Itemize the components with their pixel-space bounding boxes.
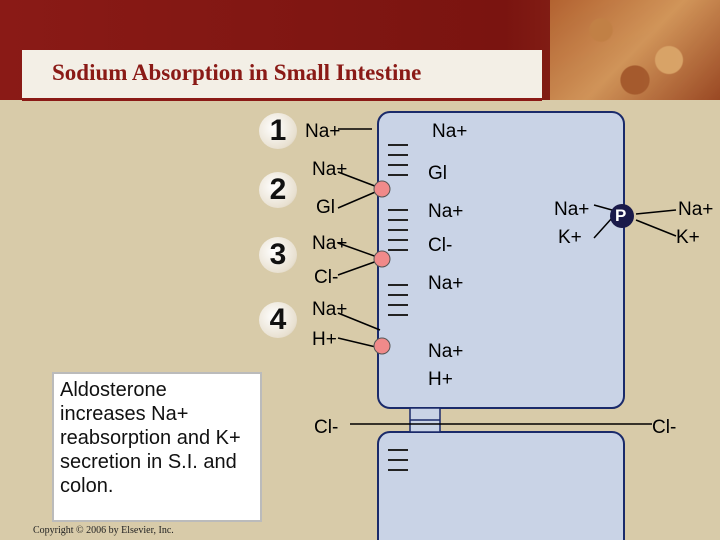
cell-na-4: Na+	[428, 341, 464, 362]
pump-blood-k: K+	[676, 227, 700, 248]
step-badge-1: 1	[259, 113, 297, 149]
title-underline	[22, 98, 542, 101]
exchanger-3	[373, 250, 391, 268]
microvilli-lower	[388, 449, 408, 471]
cell-na-3: Na+	[428, 273, 464, 294]
pump-cell-na: Na+	[554, 199, 590, 220]
lower-cell	[377, 431, 625, 540]
lumen-gl-2: Gl	[316, 197, 335, 218]
cotransporter-2	[373, 180, 391, 198]
lumen-na-2: Na+	[312, 159, 348, 180]
pump-label: P	[615, 206, 627, 225]
step-badge-3: 3	[259, 237, 297, 273]
cell-na-1: Na+	[432, 121, 468, 142]
cell-h-4: H+	[428, 369, 453, 390]
copyright: Copyright © 2006 by Elsevier, Inc.	[33, 525, 174, 536]
step-badge-2: 2	[259, 172, 297, 208]
exchanger-4	[373, 337, 391, 355]
lumen-h-4: H+	[312, 329, 337, 350]
header-decoration	[550, 0, 720, 100]
pump-cell-k: K+	[558, 227, 582, 248]
step-badge-4: 4	[259, 302, 297, 338]
slide-title: Sodium Absorption in Small Intestine	[52, 60, 422, 85]
paracellular-lumen-cl: Cl-	[314, 417, 339, 438]
aldosterone-note: Aldosterone increases Na+ reabsorption a…	[52, 372, 262, 522]
cell-na-2: Na+	[428, 201, 464, 222]
microvilli-upper	[388, 144, 408, 316]
atpase-pump	[610, 204, 634, 228]
cell-gl-2: Gl	[428, 163, 447, 184]
upper-cell	[377, 111, 625, 409]
lumen-cl-3: Cl-	[314, 267, 339, 288]
lumen-na-4: Na+	[312, 299, 348, 320]
paracellular-blood-cl: Cl-	[652, 417, 677, 438]
cell-cl-3: Cl-	[428, 235, 453, 256]
lumen-na-1: Na+	[305, 121, 341, 142]
pump-blood-na: Na+	[678, 199, 714, 220]
title-band	[22, 50, 542, 100]
lumen-na-3: Na+	[312, 233, 348, 254]
